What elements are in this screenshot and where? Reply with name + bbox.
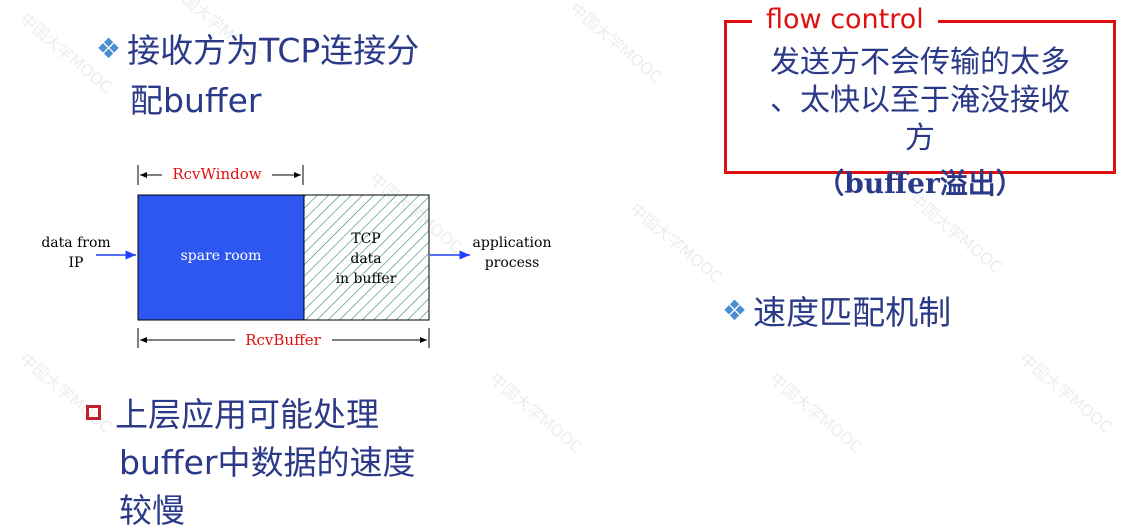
flow-control-line: （buffer溢出） bbox=[816, 167, 1024, 200]
tcp-data-label-3: in buffer bbox=[336, 271, 397, 287]
flow-control-line: 方 bbox=[905, 121, 935, 156]
tcp-data-label-1: TCP bbox=[351, 231, 380, 247]
bullet-app-slow: 上层应用可能处理 buffer中数据的速度 较慢 bbox=[86, 388, 415, 532]
spare-room-label: spare room bbox=[181, 248, 262, 264]
flow-control-body: 发送方不会传输的太多 、太快以至于淹没接收 方 bbox=[730, 44, 1110, 158]
watermark: 中国大学MOOC bbox=[486, 369, 586, 458]
watermark: 中国大学MOOC bbox=[1016, 349, 1116, 438]
output-label-1: application bbox=[473, 235, 552, 251]
bullet-line: 配buffer bbox=[130, 81, 262, 120]
input-label-1: data from bbox=[41, 235, 110, 251]
bullet-speed-matching: ❖ 速度匹配机制 bbox=[722, 286, 951, 334]
bullet-line: 较慢 bbox=[119, 491, 185, 530]
bullet-line: 上层应用可能处理 bbox=[115, 395, 379, 434]
rcv-window-label: RcvWindow bbox=[172, 165, 261, 183]
watermark: 中国大学MOOC bbox=[566, 0, 666, 88]
bullet-receiver-buffer: ❖ 接收方为TCP连接分 配buffer bbox=[96, 24, 419, 122]
flow-control-title: flow control bbox=[752, 4, 938, 35]
tcp-data-label-2: data bbox=[350, 251, 381, 267]
bullet-line: 速度匹配机制 bbox=[753, 293, 952, 332]
input-label-2: IP bbox=[69, 255, 84, 271]
diamond-bullet-icon: ❖ bbox=[96, 31, 122, 65]
flow-control-line: 、太快以至于淹没接收 bbox=[770, 83, 1070, 118]
watermark: 中国大学MOOC bbox=[766, 369, 866, 458]
bullet-line: buffer中数据的速度 bbox=[119, 443, 416, 482]
watermark: 中国大学MOOC bbox=[626, 199, 726, 288]
diamond-bullet-icon: ❖ bbox=[722, 293, 748, 327]
bullet-line: 接收方为TCP连接分 bbox=[127, 31, 420, 70]
rcv-buffer-label: RcvBuffer bbox=[245, 331, 321, 349]
buffer-outline bbox=[137, 194, 430, 321]
flow-control-line: 发送方不会传输的太多 bbox=[770, 45, 1070, 80]
receive-buffer-diagram: RcvWindow spare room TCP data in buffer … bbox=[41, 165, 552, 349]
square-bullet-icon bbox=[86, 404, 101, 420]
spare-room-box bbox=[138, 195, 304, 320]
output-label-2: process bbox=[485, 255, 540, 271]
